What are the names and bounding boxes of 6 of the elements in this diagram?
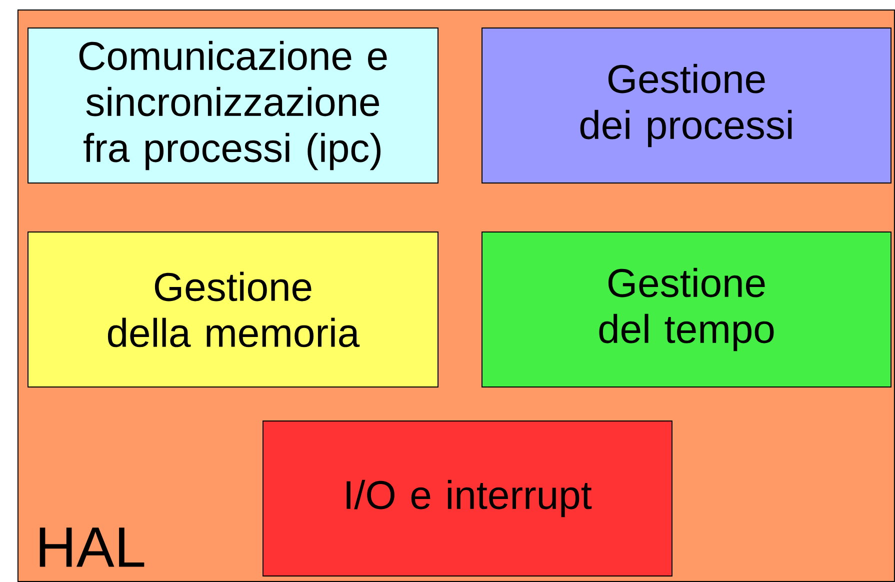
module-box: Gestione della memoria: [28, 232, 438, 388]
module-box: Gestione del tempo: [482, 232, 892, 388]
module-box: Comunicazione e sincronizzazione fra processi (ipc): [28, 28, 438, 184]
layer-label: HAL: [40, 528, 144, 567]
module-box: Gestione dei processi: [482, 28, 892, 184]
module-box: I/O e interrupt: [262, 420, 672, 576]
